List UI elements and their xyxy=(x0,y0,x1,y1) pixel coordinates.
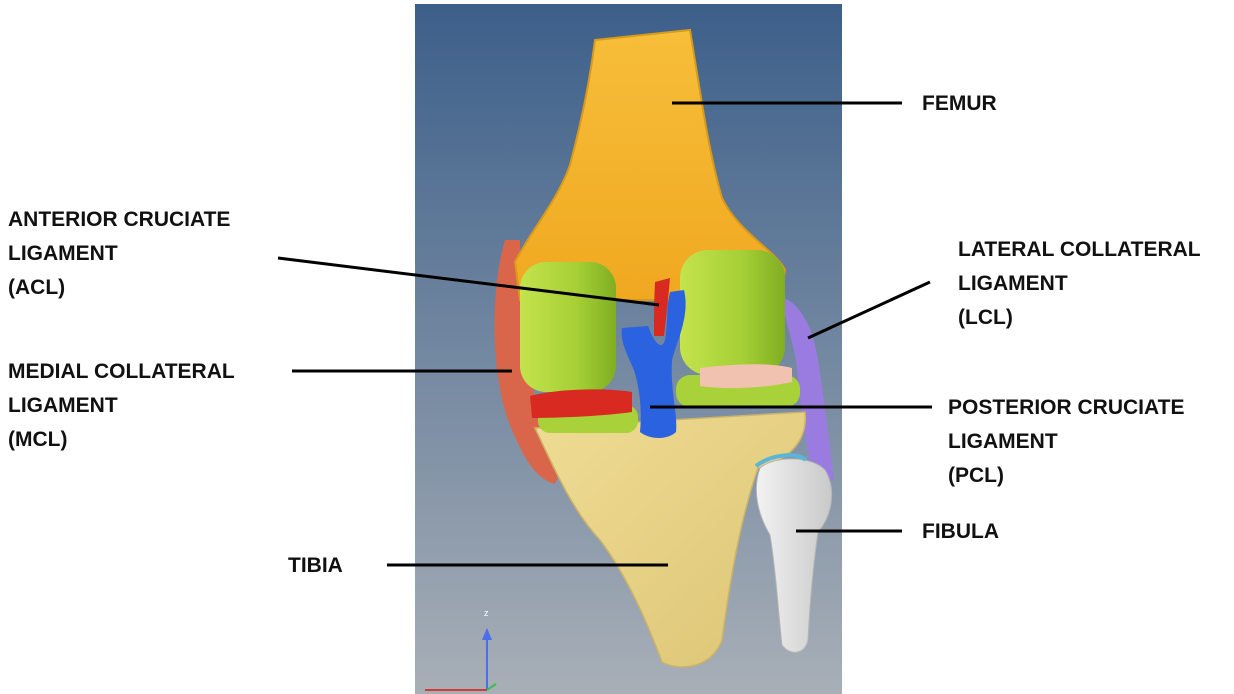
label-mcl: MEDIAL COLLATERAL LIGAMENT (MCL) xyxy=(8,355,235,457)
label-fibula: FIBULA xyxy=(922,515,999,549)
label-pcl-line: POSTERIOR CRUCIATE xyxy=(948,391,1184,425)
axis-z-label: z xyxy=(484,608,489,618)
label-lcl: LATERAL COLLATERAL LIGAMENT (LCL) xyxy=(958,233,1201,335)
lateral-condyle-cartilage xyxy=(680,250,785,375)
label-lcl-line: LATERAL COLLATERAL xyxy=(958,233,1201,267)
label-femur-line: FEMUR xyxy=(922,87,997,121)
label-fibula-line: FIBULA xyxy=(922,515,999,549)
label-mcl-line: MEDIAL COLLATERAL xyxy=(8,355,235,389)
label-pcl-line: LIGAMENT xyxy=(948,425,1184,459)
label-lcl-line: LIGAMENT xyxy=(958,267,1201,301)
label-tibia: TIBIA xyxy=(288,549,343,583)
label-tibia-line: TIBIA xyxy=(288,549,343,583)
medial-meniscus xyxy=(530,389,632,418)
label-mcl-line: (MCL) xyxy=(8,423,235,457)
lateral-meniscus xyxy=(700,364,792,388)
label-mcl-line: LIGAMENT xyxy=(8,389,235,423)
label-femur: FEMUR xyxy=(922,87,997,121)
medial-condyle-cartilage xyxy=(520,262,616,392)
label-pcl-line: (PCL) xyxy=(948,459,1184,493)
label-pcl: POSTERIOR CRUCIATE LIGAMENT (PCL) xyxy=(948,391,1184,493)
label-lcl-line: (LCL) xyxy=(958,301,1201,335)
label-acl-line: (ACL) xyxy=(8,271,230,305)
label-acl-line: ANTERIOR CRUCIATE xyxy=(8,203,230,237)
label-acl-line: LIGAMENT xyxy=(8,237,230,271)
label-acl: ANTERIOR CRUCIATE LIGAMENT (ACL) xyxy=(8,203,230,305)
